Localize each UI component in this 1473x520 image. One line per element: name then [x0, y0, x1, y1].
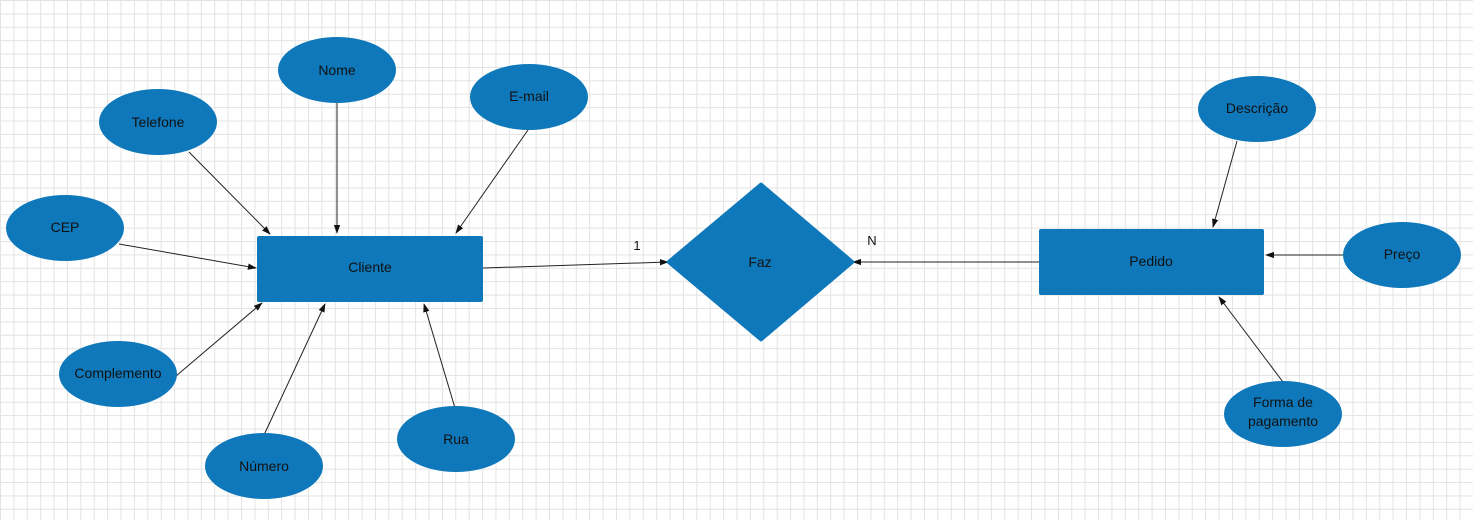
cardinality-pedido: N — [867, 233, 876, 248]
edge-numero-cliente — [263, 303, 326, 436]
edge-email-cliente — [455, 129, 529, 234]
edge-descricao-pedido — [1212, 140, 1238, 228]
entity-cliente-label: Cliente — [348, 259, 392, 275]
edge-cep-cliente — [118, 243, 257, 270]
attribute-telefone-label: Telefone — [132, 114, 185, 130]
attribute-rua[interactable]: Rua — [397, 406, 515, 472]
attribute-telefone[interactable]: Telefone — [99, 89, 217, 155]
attribute-rua-label: Rua — [443, 431, 469, 447]
entity-pedido[interactable]: Pedido — [1039, 229, 1264, 295]
attribute-complemento-label: Complemento — [74, 365, 161, 381]
attribute-forma-pagamento-label-line1: Forma de — [1253, 394, 1313, 410]
entity-cliente[interactable]: Cliente — [257, 236, 483, 302]
entity-pedido-label: Pedido — [1129, 253, 1173, 269]
attribute-descricao-label: Descrição — [1226, 100, 1288, 116]
attribute-forma-pagamento[interactable]: Forma de pagamento — [1224, 381, 1342, 447]
relationship-faz-label: Faz — [748, 254, 771, 270]
attribute-numero[interactable]: Número — [205, 433, 323, 499]
edge-cliente-faz — [482, 259, 669, 269]
attribute-numero-label: Número — [239, 458, 289, 474]
attribute-cep-label: CEP — [51, 219, 80, 235]
attribute-email-label: E-mail — [509, 88, 549, 104]
relationship-faz[interactable]: Faz — [666, 182, 855, 342]
attribute-cep[interactable]: CEP — [6, 195, 124, 261]
attribute-nome-label: Nome — [318, 62, 356, 78]
cardinality-cliente: 1 — [633, 238, 640, 253]
attribute-preco[interactable]: Preço — [1343, 222, 1461, 288]
edge-forma-pagamento-pedido — [1218, 296, 1284, 383]
attribute-forma-pagamento-label-line2: pagamento — [1248, 413, 1318, 429]
attribute-complemento[interactable]: Complemento — [59, 341, 177, 407]
edges — [118, 102, 1343, 436]
attribute-preco-label: Preço — [1384, 246, 1421, 262]
attribute-descricao[interactable]: Descrição — [1198, 76, 1316, 142]
edge-complemento-cliente — [175, 302, 263, 377]
attribute-nome[interactable]: Nome — [278, 37, 396, 103]
attribute-email[interactable]: E-mail — [470, 64, 588, 130]
edge-telefone-cliente — [188, 151, 271, 235]
edge-rua-cliente — [423, 303, 456, 409]
